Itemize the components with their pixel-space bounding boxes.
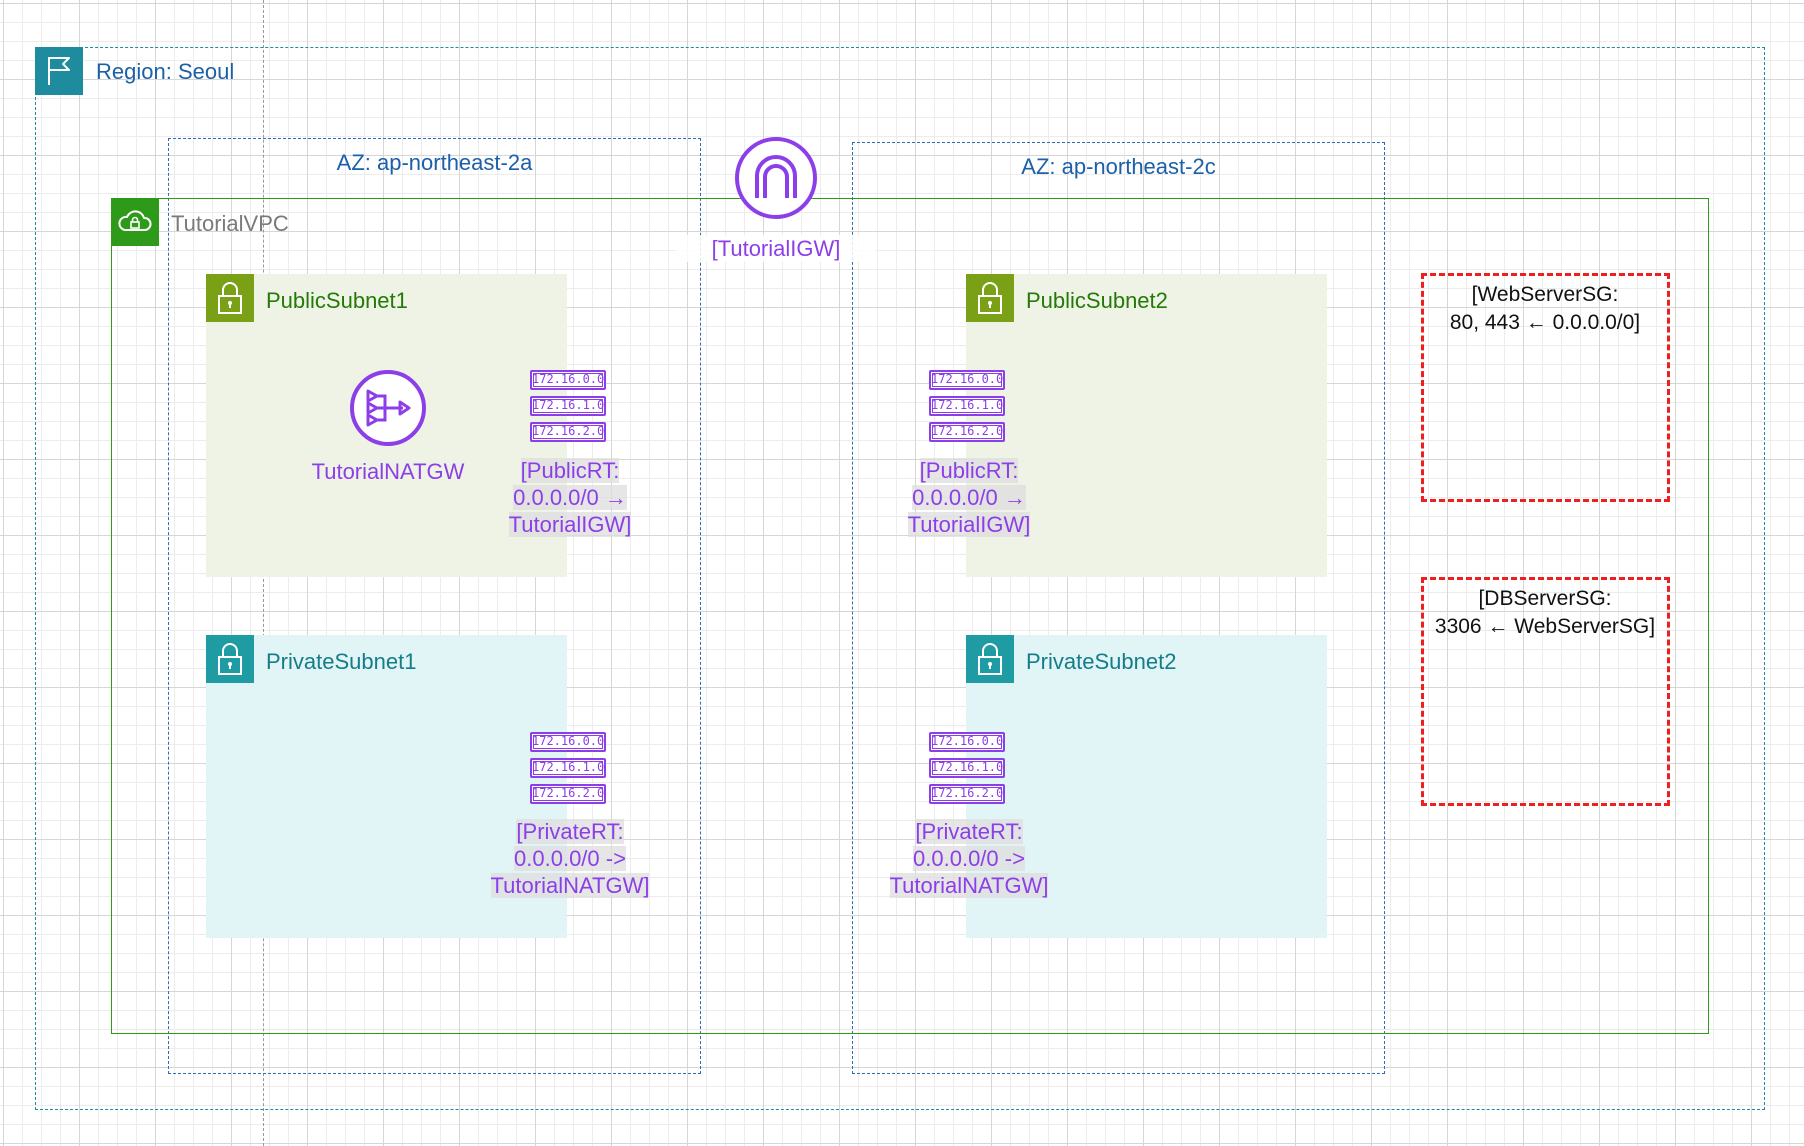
route-row: 172.16.2.0 — [929, 784, 1005, 804]
private-subnet-2-label: PrivateSubnet2 — [1026, 649, 1177, 674]
public-subnet-1-label: PublicSubnet1 — [266, 288, 408, 313]
route-table-line: 0.0.0.0/0 → — [513, 485, 627, 510]
lock-icon — [218, 643, 242, 675]
db-sg-label: [DBServerSG: 3306 ← WebServerSG] — [1395, 585, 1695, 641]
public-subnet-2-badge — [966, 274, 1014, 322]
route-row: 172.16.1.0 — [929, 396, 1005, 416]
route-table-label-private1: [PrivateRT: 0.0.0.0/0 -> TutorialNATGW] — [470, 818, 670, 899]
nat-gateway-icon — [350, 370, 426, 446]
web-sg-label-line: [WebServerSG: — [1471, 283, 1619, 306]
igw-label: [TutorialIGW] — [676, 235, 876, 262]
lock-icon — [218, 282, 242, 314]
route-table-line: [PrivateRT: — [915, 819, 1023, 844]
az-label-2c: AZ: ap-northeast-2c — [1021, 154, 1216, 179]
route-table-line: [PublicRT: — [520, 458, 620, 483]
az-container-2a[interactable] — [168, 138, 701, 1074]
route-row: 172.16.1.0 — [530, 758, 606, 778]
security-group-web[interactable] — [1421, 273, 1670, 502]
route-row: 172.16.1.0 — [929, 758, 1005, 778]
security-group-db[interactable] — [1421, 577, 1670, 806]
db-sg-label-line: [DBServerSG: — [1478, 587, 1612, 610]
route-table-icon-private1[interactable]: 172.16.0.0 172.16.1.0 172.16.2.0 — [530, 732, 608, 810]
vpc-badge — [111, 198, 159, 246]
route-table-line: 0.0.0.0/0 -> — [913, 846, 1025, 871]
route-row: 172.16.0.0 — [530, 732, 606, 752]
route-table-line: [PublicRT: — [919, 458, 1019, 483]
internet-gateway[interactable] — [734, 136, 818, 220]
vpc-container[interactable] — [111, 198, 1709, 1034]
web-sg-label: [WebServerSG: 80, 443 ← 0.0.0.0/0] — [1395, 281, 1695, 337]
az-label-2a: AZ: ap-northeast-2a — [336, 150, 533, 175]
route-table-label-private2: [PrivateRT: 0.0.0.0/0 -> TutorialNATGW] — [869, 818, 1069, 899]
region-badge — [35, 47, 83, 95]
route-table-icon-public1[interactable]: 172.16.0.0 172.16.1.0 172.16.2.0 — [530, 370, 608, 448]
lock-icon — [978, 643, 1002, 675]
az-container-2c[interactable] — [852, 142, 1385, 1074]
route-row: 172.16.0.0 — [530, 370, 606, 390]
route-table-icon-private2[interactable]: 172.16.0.0 172.16.1.0 172.16.2.0 — [929, 732, 1007, 810]
route-table-line: TutorialIGW] — [907, 512, 1031, 537]
route-table-label-public1: [PublicRT: 0.0.0.0/0 → TutorialIGW] — [470, 457, 670, 538]
route-table-line: 0.0.0.0/0 → — [912, 485, 1026, 510]
route-table-line: 0.0.0.0/0 -> — [514, 846, 626, 871]
cloud-lock-icon — [118, 210, 152, 231]
private-subnet-2-badge — [966, 635, 1014, 683]
vpc-label: TutorialVPC — [171, 211, 289, 236]
db-sg-label-line: 3306 ← WebServerSG] — [1434, 615, 1656, 638]
web-sg-label-line: 80, 443 ← 0.0.0.0/0] — [1449, 311, 1641, 334]
region-container[interactable] — [35, 47, 1765, 1110]
route-row: 172.16.0.0 — [929, 370, 1005, 390]
private-subnet-1-badge — [206, 635, 254, 683]
public-subnet-1-badge — [206, 274, 254, 322]
region-label: Region: Seoul — [96, 59, 235, 84]
route-table-line: TutorialIGW] — [508, 512, 632, 537]
route-table-line: TutorialNATGW] — [490, 873, 650, 898]
internet-gateway-icon — [735, 137, 817, 219]
route-table-line: TutorialNATGW] — [889, 873, 1049, 898]
route-row: 172.16.2.0 — [530, 784, 606, 804]
route-row: 172.16.2.0 — [929, 422, 1005, 442]
route-row: 172.16.2.0 — [530, 422, 606, 442]
route-table-label-public2: [PublicRT: 0.0.0.0/0 → TutorialIGW] — [869, 457, 1069, 538]
private-subnet-1-label: PrivateSubnet1 — [266, 649, 417, 674]
route-row: 172.16.0.0 — [929, 732, 1005, 752]
route-table-line: [PrivateRT: — [516, 819, 624, 844]
flag-icon — [48, 57, 70, 85]
route-table-icon-public2[interactable]: 172.16.0.0 172.16.1.0 172.16.2.0 — [929, 370, 1007, 448]
route-row: 172.16.1.0 — [530, 396, 606, 416]
nat-gateway[interactable] — [348, 368, 428, 448]
natgw-label: TutorialNATGW — [311, 459, 465, 484]
lock-icon — [978, 282, 1002, 314]
public-subnet-2-label: PublicSubnet2 — [1026, 288, 1168, 313]
